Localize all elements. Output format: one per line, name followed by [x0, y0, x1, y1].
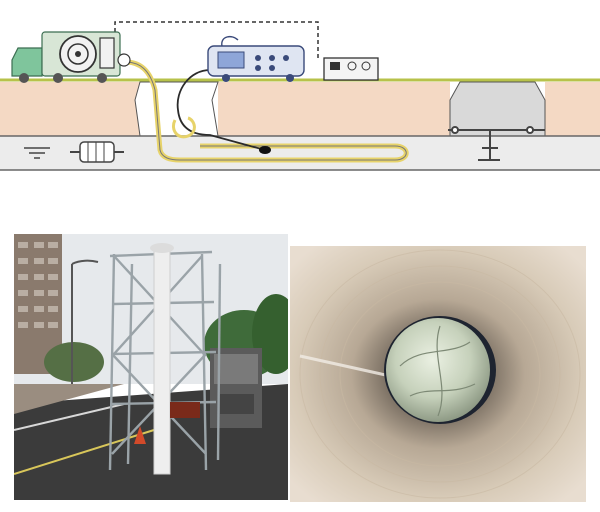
inflation-equipment-icon: [207, 35, 305, 82]
control-box-icon: [323, 57, 379, 81]
valve-icon: [448, 126, 545, 161]
soil-layer: [0, 82, 600, 136]
left-manhole-shaft: [134, 81, 219, 137]
street-light: [71, 259, 99, 394]
liner-plug: [259, 146, 271, 154]
liner-column: [153, 247, 171, 475]
schematic-diagram: [0, 21, 600, 171]
safety-barrier: [170, 402, 200, 418]
light-streak: [299, 354, 391, 378]
air-hose: [176, 69, 266, 151]
liner-plug: [384, 316, 496, 424]
control-line: [114, 21, 319, 58]
water-level-icon: [24, 147, 50, 159]
site-photo: [14, 234, 288, 500]
pipe-interior-photo: [290, 246, 586, 502]
sidewalk: [14, 384, 124, 414]
trees: [44, 294, 288, 382]
traffic-cone: [134, 426, 146, 444]
pump-icon: [70, 141, 124, 163]
cable-reel-icon: [59, 35, 131, 73]
